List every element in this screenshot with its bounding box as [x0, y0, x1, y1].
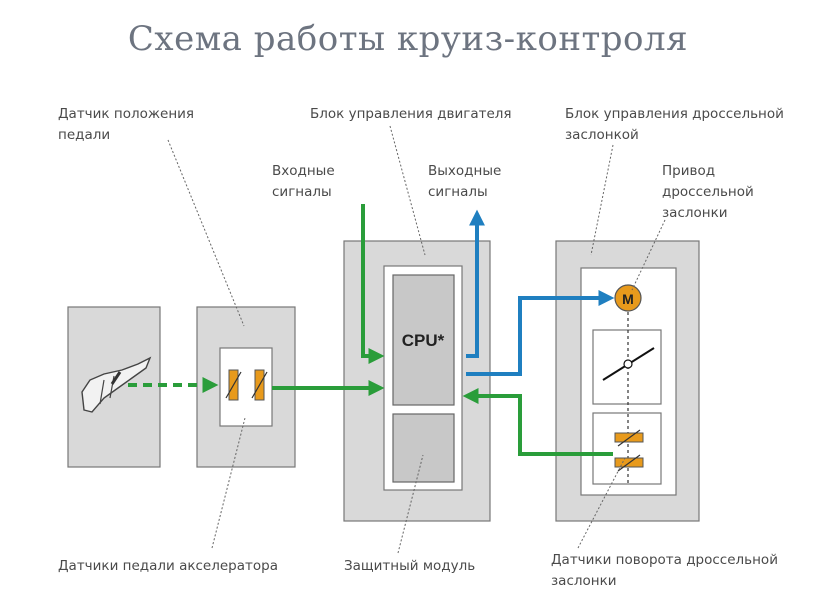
label-accelerator-pedal-sensors: Датчики педали акселератора [58, 558, 278, 574]
leader-throttle-unit [590, 144, 614, 256]
page-title: Схема работы круиз-контроля [128, 19, 688, 59]
label-engine-control-unit: Блок управления двигателя [310, 106, 512, 122]
label-throttle-angle-sensors: Датчики поворота дроссельной заслонки [551, 552, 782, 589]
accelerator-sensor-elements [225, 369, 268, 401]
pedal-icon [81, 356, 152, 413]
motor-icon: M [614, 284, 642, 312]
output-signals-arrow [466, 209, 485, 358]
label-input-signals: Входные сигналы [272, 163, 339, 200]
input-signals-arrow [361, 204, 385, 364]
cpu-block [392, 274, 455, 406]
leader-ecu [389, 125, 426, 256]
cpu-label: CPU* [402, 331, 445, 350]
leader-pedal-position [167, 139, 245, 327]
leader-protection-module [397, 454, 424, 554]
label-pedal-position-sensor: Датчик положения педали [58, 106, 198, 143]
label-throttle-actuator: Привод дроссельной заслонки [662, 163, 758, 221]
leader-throttle-sensors [577, 457, 626, 549]
label-protection-module: Защитный модуль [344, 558, 475, 574]
throttle-plate [602, 347, 655, 381]
throttle-feedback-arrow [462, 388, 613, 456]
leader-throttle-actuator [631, 219, 666, 291]
throttle-sensor-box [592, 412, 662, 485]
label-throttle-control-unit: Блок управления дроссельной заслонкой [565, 106, 788, 143]
throttle-angle-sensor-elements [614, 429, 644, 472]
label-output-signals: Выходные сигналы [428, 163, 506, 200]
protection-module-block [392, 413, 455, 483]
ecu-to-motor-arrow [466, 290, 615, 376]
motor-label: M [622, 291, 634, 307]
